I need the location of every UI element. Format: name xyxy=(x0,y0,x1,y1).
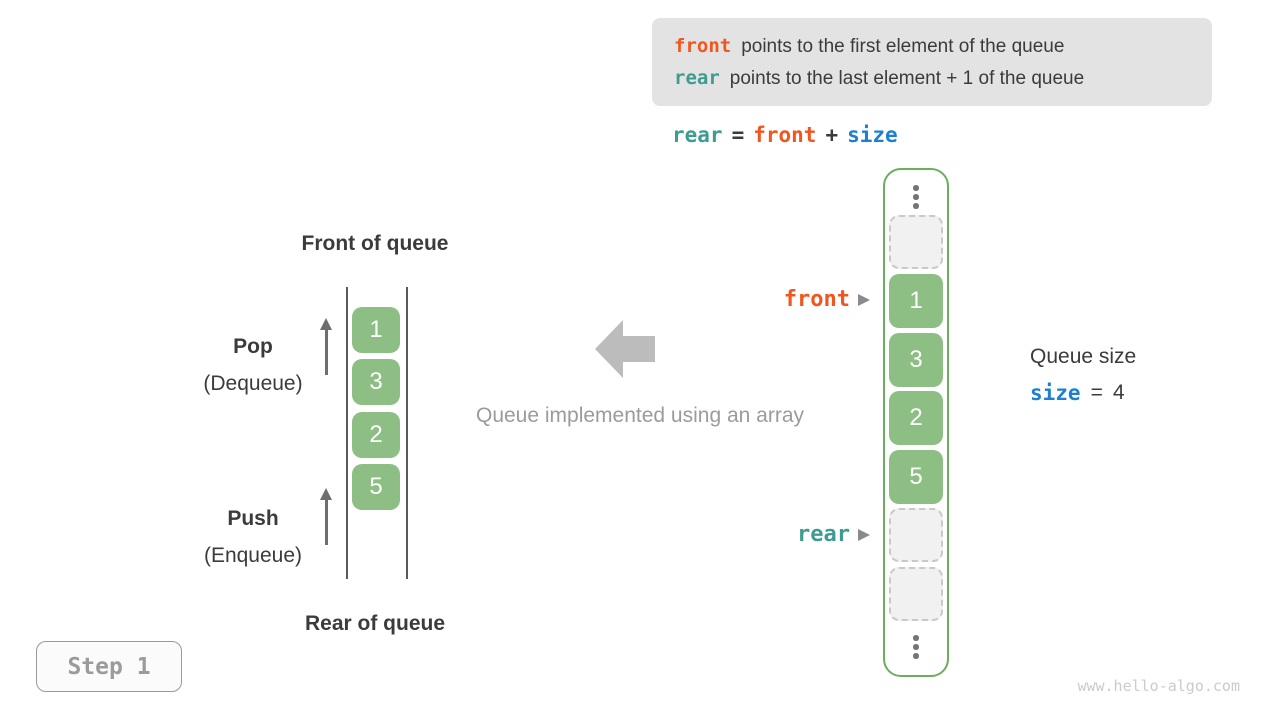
queue-wall-right xyxy=(406,287,408,579)
size-equals: = xyxy=(1090,381,1103,404)
formula-rear-front-size: rear = front + size xyxy=(672,123,898,147)
front-pointer-label: front xyxy=(783,287,850,312)
ellipsis-dots-top xyxy=(885,185,947,209)
formula-rear: rear xyxy=(672,123,723,147)
legend-line-front: front points to the first element of the… xyxy=(674,35,1212,58)
array-cell-empty xyxy=(889,508,943,562)
right-arrow-icon xyxy=(858,293,870,306)
rear-pointer-label: rear xyxy=(797,522,850,547)
array-cell-empty xyxy=(889,215,943,269)
queue-item: 3 xyxy=(352,359,400,405)
array-container: 1 3 2 5 xyxy=(883,168,949,677)
left-arrow-icon xyxy=(595,320,655,378)
array-cell-value: 3 xyxy=(889,333,943,387)
array-implementation-caption: Queue implemented using an array xyxy=(475,404,805,427)
push-label: Push xyxy=(227,507,279,530)
front-pointer: front xyxy=(745,287,870,312)
rear-of-queue-label: Rear of queue xyxy=(304,612,446,635)
legend-box: front points to the first element of the… xyxy=(652,18,1212,106)
legend-line-rear: rear points to the last element + 1 of t… xyxy=(674,67,1212,90)
queue-wall-left xyxy=(346,287,348,579)
formula-equals: = xyxy=(731,123,745,147)
queue-item: 5 xyxy=(352,464,400,510)
watermark: www.hello-algo.com xyxy=(1077,677,1240,695)
front-description: points to the first element of the queue xyxy=(741,35,1065,57)
queue-item: 2 xyxy=(352,412,400,458)
right-arrow-icon xyxy=(858,528,870,541)
array-cell-value: 5 xyxy=(889,450,943,504)
ellipsis-dots-bottom xyxy=(885,635,947,659)
pop-up-arrow-icon xyxy=(325,330,328,375)
push-up-arrow-icon xyxy=(325,500,328,545)
rear-description: points to the last element + 1 of the qu… xyxy=(729,67,1085,89)
step-badge: Step 1 xyxy=(36,641,182,692)
array-cell-value: 2 xyxy=(889,391,943,445)
enqueue-label: (Enqueue) xyxy=(203,544,303,567)
array-cell-value: 1 xyxy=(889,274,943,328)
queue-size-value: size = 4 xyxy=(1030,381,1125,405)
size-number: 4 xyxy=(1112,381,1125,404)
size-keyword: size xyxy=(1030,381,1081,405)
pop-label: Pop xyxy=(233,335,273,358)
formula-size: size xyxy=(847,123,898,147)
front-keyword: front xyxy=(674,34,732,57)
queue-size-title: Queue size xyxy=(1030,345,1137,368)
formula-plus: + xyxy=(825,123,839,147)
formula-front: front xyxy=(753,123,817,147)
rear-keyword: rear xyxy=(674,66,720,89)
front-of-queue-label: Front of queue xyxy=(301,232,449,255)
rear-pointer: rear xyxy=(745,522,870,547)
array-cell-empty xyxy=(889,567,943,621)
dequeue-label: (Dequeue) xyxy=(203,372,303,395)
queue-item: 1 xyxy=(352,307,400,353)
